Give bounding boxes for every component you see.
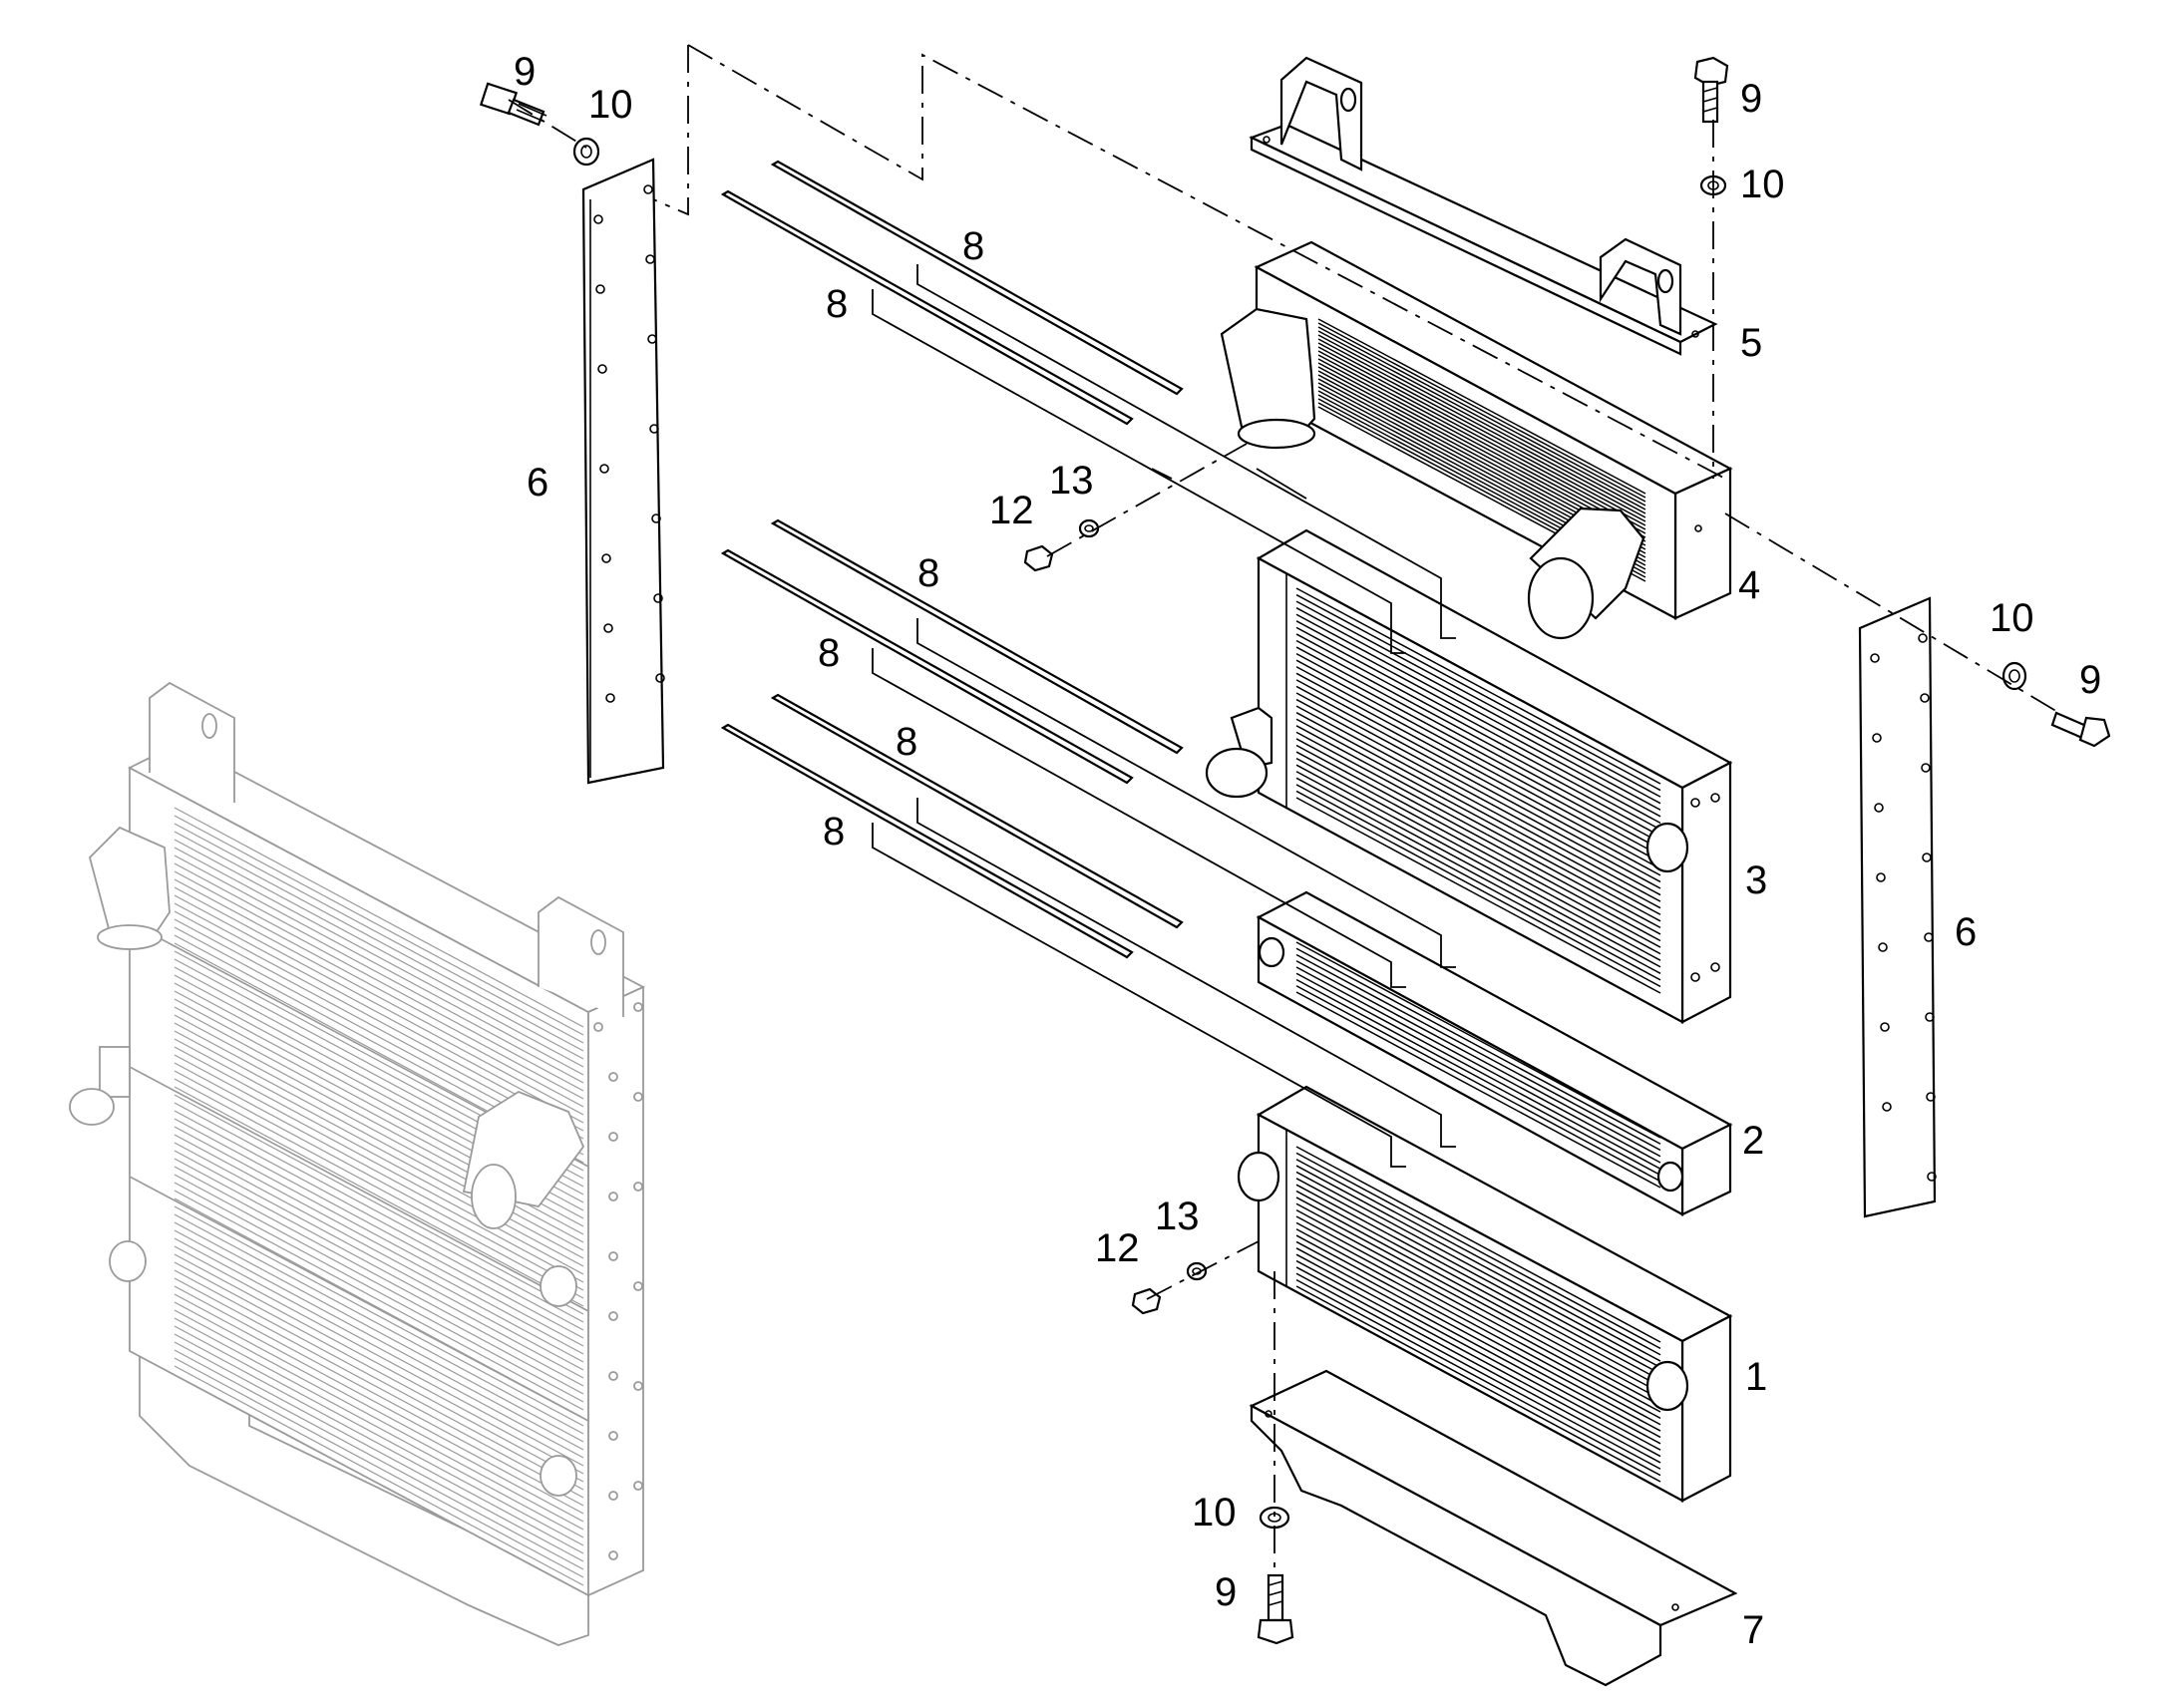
callout-8-f: 8 [823, 810, 845, 854]
fastener-top-left [479, 82, 600, 167]
callout-1: 1 [1745, 1355, 1767, 1399]
part-2-oil-cooler [1256, 890, 1733, 1216]
callout-12-lower: 12 [1095, 1226, 1140, 1270]
callout-10-right: 10 [1990, 596, 2034, 640]
callout-labels: 1 2 3 4 5 6 6 7 8 8 8 8 8 8 9 9 9 9 10 1… [514, 50, 2101, 1652]
callout-8-b: 8 [826, 282, 848, 326]
callout-9-bottom: 9 [1215, 1570, 1237, 1614]
callout-5: 5 [1740, 321, 1762, 365]
assembled-cooler-view [69, 681, 646, 1646]
fastener-bottom [1257, 1506, 1294, 1645]
leader-lines [872, 264, 1456, 1168]
callout-10-top-left: 10 [588, 83, 633, 127]
callout-9-top-left: 9 [514, 50, 536, 94]
assembly-lines [508, 44, 2060, 1575]
part-7-bottom-shroud [1249, 1369, 1738, 1687]
callout-12-upper: 12 [989, 489, 1034, 532]
callout-10-top-right: 10 [1740, 163, 1785, 206]
callout-8-e: 8 [896, 720, 917, 764]
part-6-gasket-right [1858, 596, 1937, 1218]
part-8-seal-strips [720, 160, 1184, 959]
part-4-charge-air-cooler [1220, 240, 1733, 640]
part-5-top-bracket [1249, 56, 1718, 356]
fastener-top-right [1693, 56, 1729, 196]
callout-9-right: 9 [2079, 658, 2101, 702]
callout-6-right: 6 [1955, 910, 1977, 954]
callout-2: 2 [1742, 1119, 1764, 1163]
callout-8-a: 8 [962, 224, 984, 268]
callout-13-upper: 13 [1049, 459, 1094, 503]
part-6-gasket-left [581, 158, 665, 785]
callout-13-lower: 13 [1155, 1195, 1200, 1238]
part-1-lower-cooler [1237, 1085, 1733, 1503]
callout-7: 7 [1742, 1608, 1764, 1652]
fastener-right [2001, 661, 2111, 748]
callout-9-top-right: 9 [1740, 77, 1762, 121]
callout-3: 3 [1745, 858, 1767, 902]
callout-8-d: 8 [818, 631, 840, 675]
callout-4: 4 [1738, 563, 1760, 607]
callout-6-left: 6 [527, 461, 548, 505]
callout-8-c: 8 [917, 551, 939, 595]
fastener-12-13-upper [1023, 518, 1100, 572]
callout-10-bottom: 10 [1192, 1491, 1237, 1535]
